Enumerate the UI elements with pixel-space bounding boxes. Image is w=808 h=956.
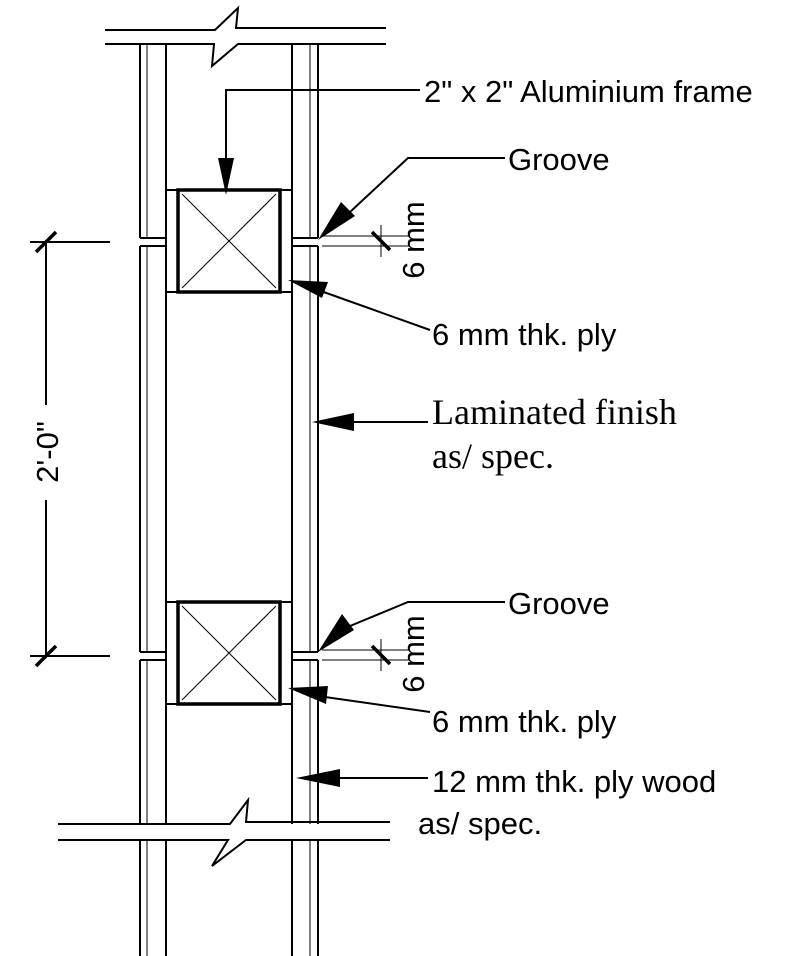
frame-label: 2" x 2" Aluminium frame [424, 74, 753, 109]
ply-top-leader: 6 mm thk. ply [288, 280, 617, 352]
laminate-label-line1: Laminated finish [432, 392, 677, 432]
ply-bottom-label: 6 mm thk. ply [432, 704, 617, 739]
groove-bottom-leader: Groove [318, 586, 610, 652]
frame-leader: 2" x 2" Aluminium frame [218, 74, 753, 195]
top-aluminium-frame [165, 188, 293, 294]
right-wall-skin [291, 44, 319, 956]
laminate-label-line2: as/ spec. [432, 436, 554, 476]
groove-top-leader: Groove [318, 142, 610, 240]
height-dimension-label: 2'-0" [30, 421, 65, 483]
groove-bottom-label: Groove [508, 586, 610, 621]
laminate-leader: Laminated finish as/ spec. [312, 392, 677, 476]
groove-top-label: Groove [508, 142, 610, 177]
bottom-aluminium-frame [165, 600, 293, 706]
gap-bottom-dimension: 6 mm [322, 615, 431, 693]
gap-bottom-label: 6 mm [396, 615, 431, 693]
gap-top-label: 6 mm [396, 201, 431, 279]
plywood-label-line1: 12 mm thk. ply wood [432, 764, 716, 799]
left-wall-skin [139, 44, 167, 956]
plywood-leader: 12 mm thk. ply wood as/ spec. [296, 764, 716, 841]
gap-top-dimension: 6 mm [322, 201, 431, 279]
top-break-line [105, 5, 386, 69]
bottom-break-line [58, 796, 390, 867]
ply-top-label: 6 mm thk. ply [432, 317, 617, 352]
plywood-label-line2: as/ spec. [418, 806, 542, 841]
height-dimension: 2'-0" [30, 230, 110, 668]
ply-bottom-leader: 6 mm thk. ply [288, 686, 617, 739]
